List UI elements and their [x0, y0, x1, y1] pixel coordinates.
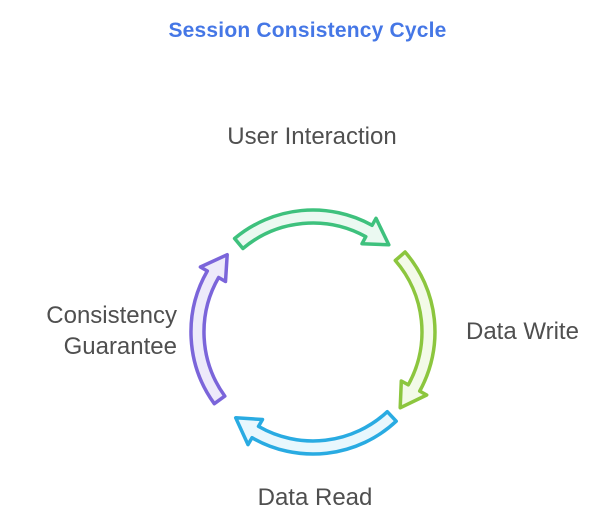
step-label-data-read: Data Read	[257, 484, 373, 511]
diagram-title: Session Consistency Cycle	[168, 19, 447, 42]
cycle-arrow-top	[232, 208, 391, 251]
step-label-user-interaction: User Interaction	[227, 123, 397, 150]
step-label-data-write: Data Write	[466, 318, 579, 345]
cycle-arrow-left	[189, 252, 229, 406]
step-label-consistency-guarantee: Consistency Guarantee	[46, 302, 177, 360]
cycle-arrow-right	[393, 250, 437, 410]
cycle-arrow-bottom	[233, 409, 398, 456]
